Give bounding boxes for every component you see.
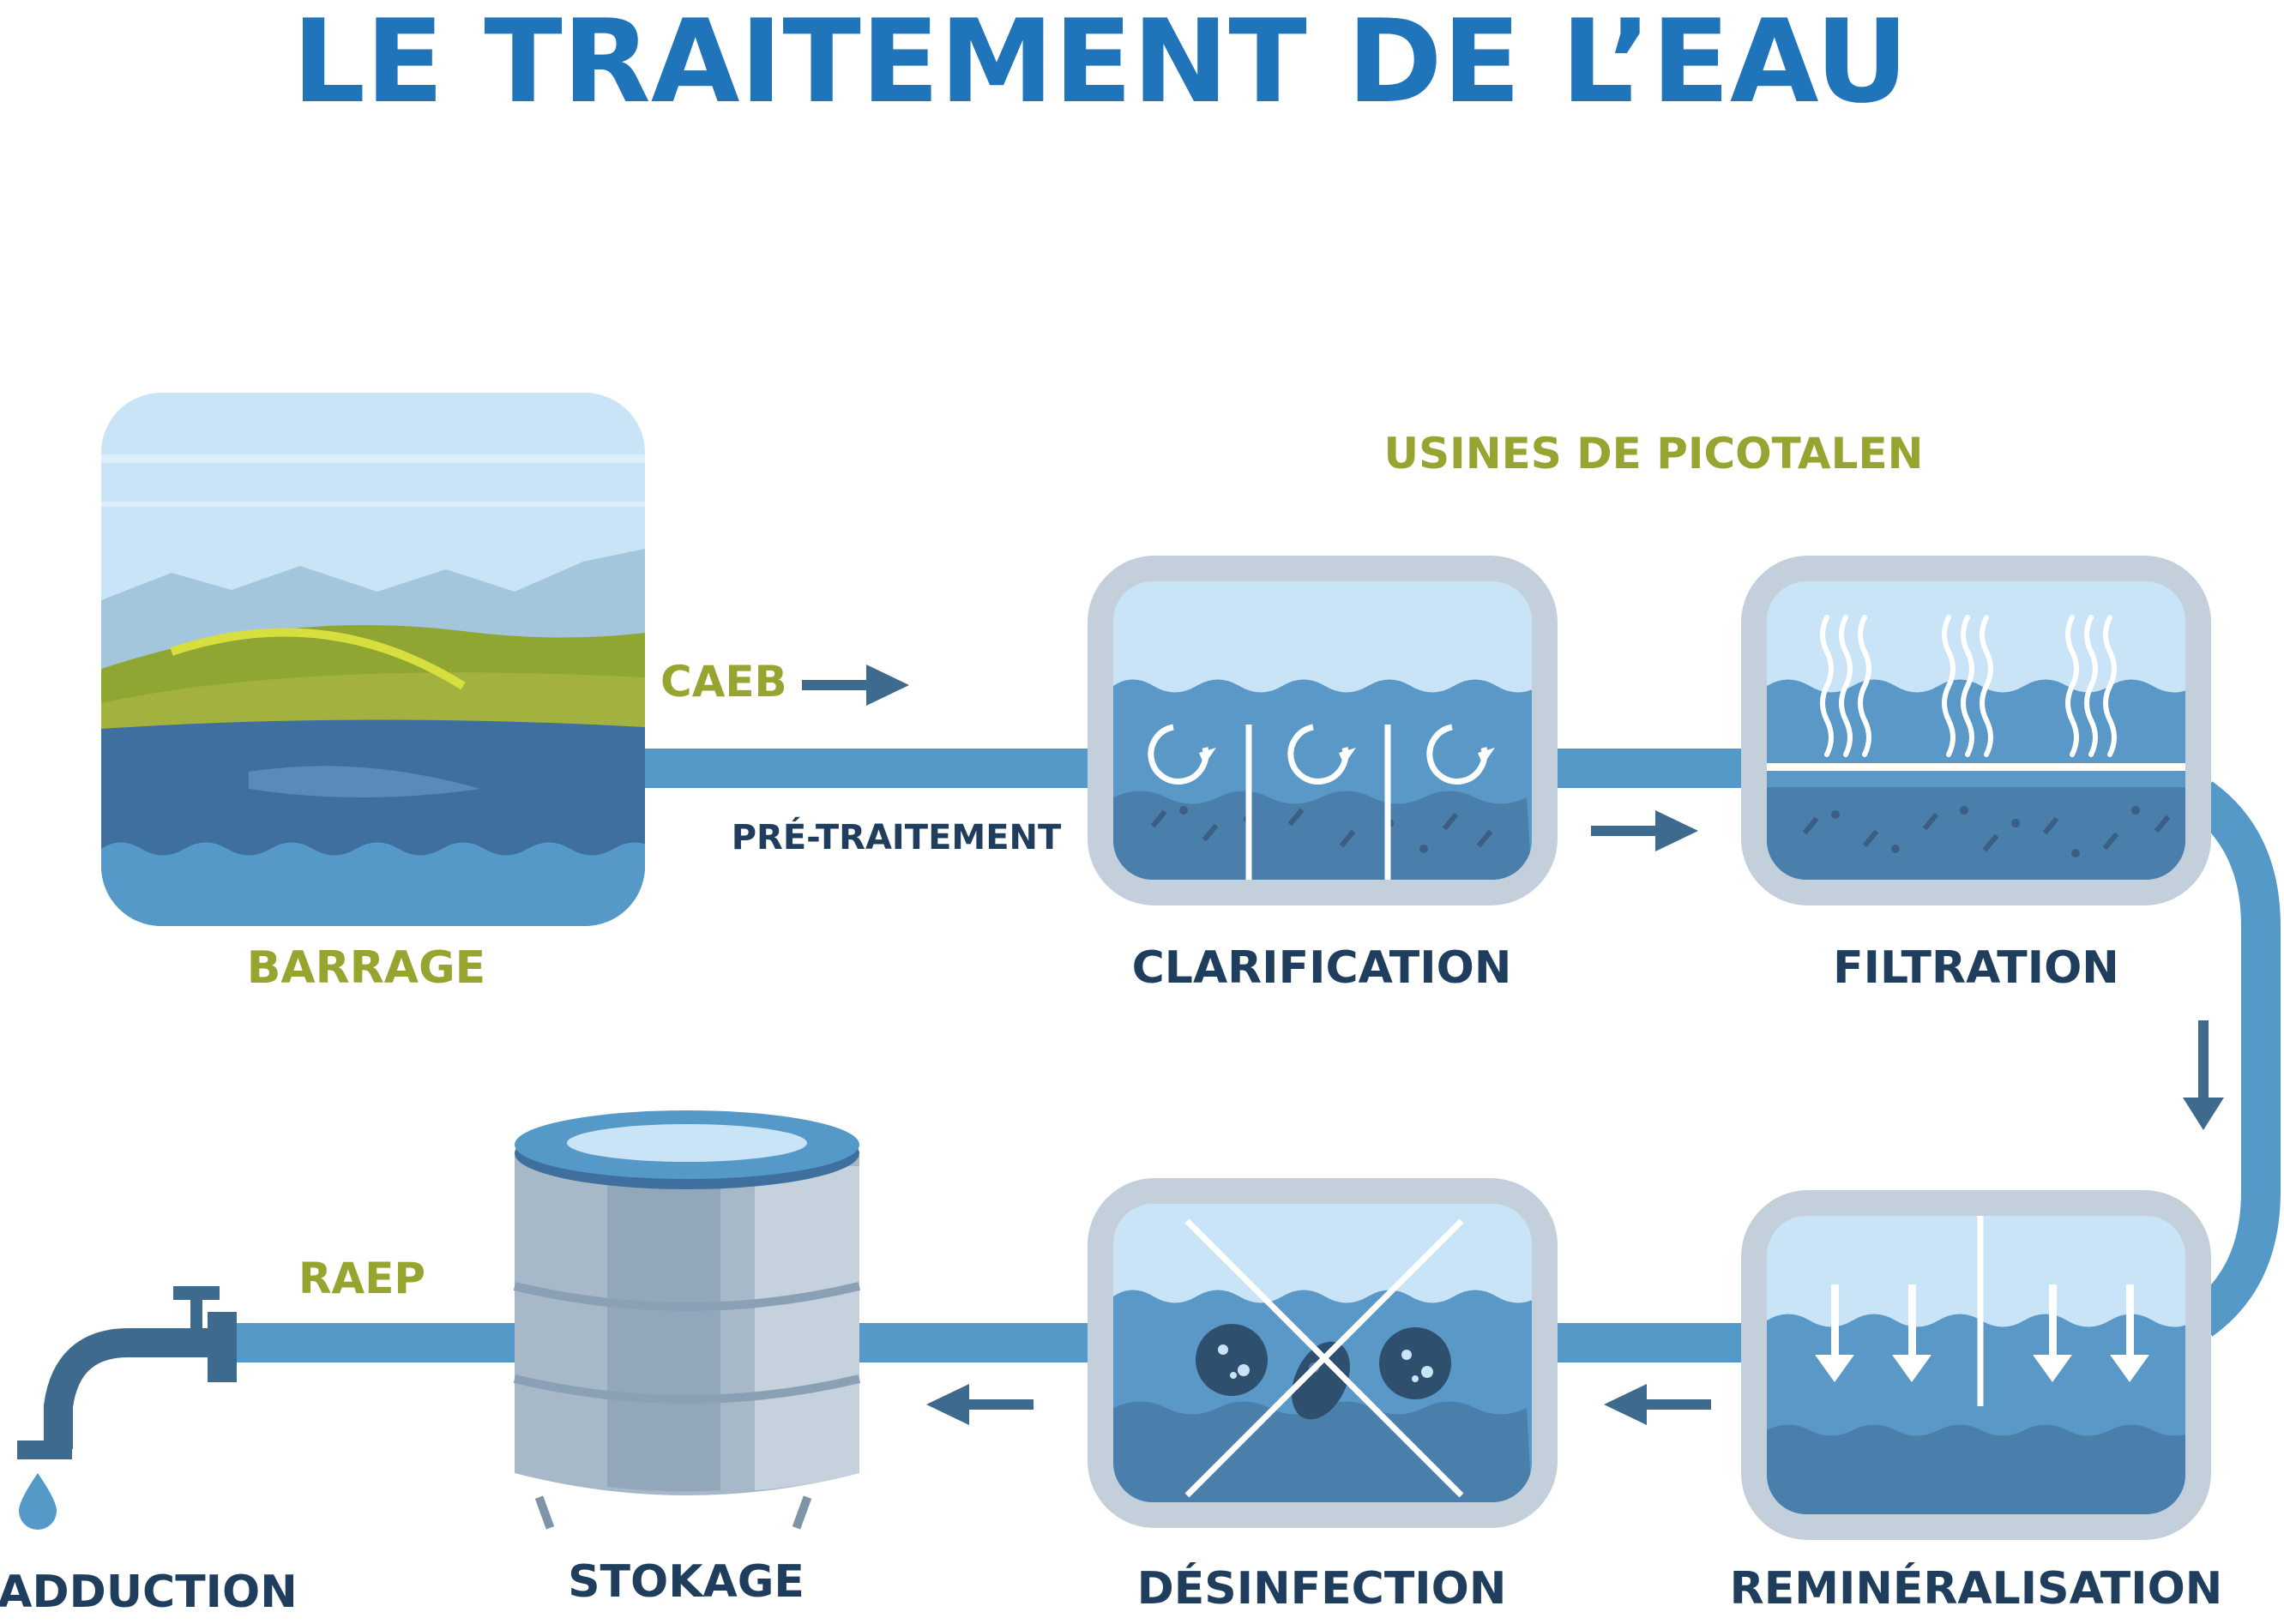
desinfection-tank	[1088, 1178, 1558, 1528]
flow-label-pretraitement: PRÉ-TRAITEMENT	[732, 816, 1062, 857]
cross-out-icon	[1184, 1218, 1464, 1498]
storage-tank	[513, 1110, 861, 1530]
arrow-right-icon	[802, 665, 909, 706]
water-drop-icon	[19, 1473, 57, 1530]
arrow-right-icon	[1591, 810, 1698, 851]
group-label-usines: USINES DE PICOTALEN	[1384, 429, 1924, 478]
remineralisation-tank	[1741, 1190, 2211, 1540]
barrage-illustration	[101, 393, 645, 926]
stage-label-remineralisation: REMINÉRALISATION	[1730, 1562, 2223, 1615]
page-title: LE TRAITEMENT DE L’EAU	[292, 0, 1909, 129]
stage-label-barrage: BARRAGE	[247, 942, 485, 994]
stage-label-stockage: STOKAGE	[568, 1556, 805, 1608]
stage-label-filtration: FILTRATION	[1833, 942, 2119, 994]
faucet-icon	[17, 1286, 237, 1530]
stage-label-clarification: CLARIFICATION	[1132, 942, 1512, 994]
arrow-left-icon	[1604, 1384, 1711, 1425]
clarification-tank	[1088, 556, 1558, 905]
pipe-filtration-remineralisation	[2189, 781, 2281, 1337]
germ-icon	[1196, 1324, 1268, 1396]
flow-label-raep: RAEP	[298, 1254, 425, 1303]
stage-label-adduction: ADDUCTION	[0, 1567, 298, 1618]
flow-arrows	[802, 665, 2224, 1425]
flow-label-caeb: CAEB	[660, 657, 787, 707]
germ-icon	[1379, 1327, 1451, 1399]
pipe-network	[225, 749, 2281, 1362]
stage-label-desinfection: DÉSINFECTION	[1137, 1562, 1507, 1615]
arrow-down-icon	[2183, 1020, 2224, 1130]
filtration-tank	[1741, 556, 2211, 905]
arrow-left-icon	[926, 1384, 1034, 1425]
